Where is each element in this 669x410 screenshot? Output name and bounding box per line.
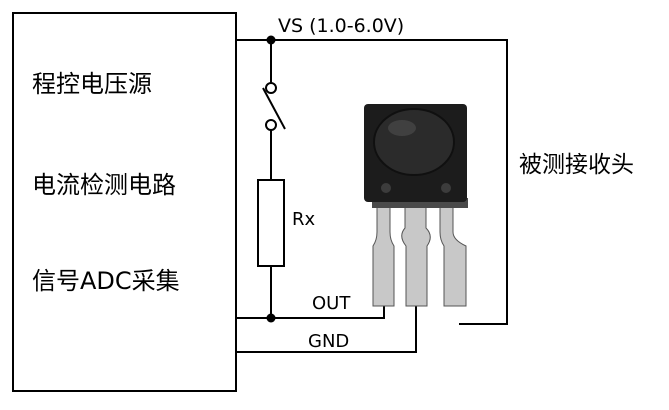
block-line-voltage-source: 程控电压源	[32, 70, 152, 98]
receiver-pin-base	[372, 198, 468, 208]
receiver-pin-out	[372, 203, 395, 307]
receiver-lens-highlight	[388, 120, 416, 136]
gnd-label: GND	[308, 331, 349, 352]
out-label: OUT	[312, 293, 351, 314]
wires	[236, 39, 508, 353]
block-line-adc: 信号ADC采集	[32, 267, 180, 295]
vs-wire	[236, 39, 508, 325]
receiver-label: 被测接收头	[519, 152, 634, 178]
receiver-dot-left	[381, 183, 391, 193]
junction-vs	[266, 35, 276, 45]
switch-icon	[262, 82, 286, 131]
block-line-current-detect: 电流检测电路	[32, 171, 176, 199]
out-wire	[236, 306, 385, 319]
receiver-lens	[373, 108, 455, 176]
resistor-icon	[257, 179, 285, 267]
receiver-dot-right	[441, 183, 451, 193]
receiver-pin-gnd	[401, 203, 431, 307]
receiver-pin-vs	[439, 203, 467, 307]
resistor-label: Rx	[292, 209, 316, 230]
junction-out	[266, 313, 276, 323]
supply-label: VS (1.0-6.0V)	[278, 15, 404, 37]
control-block	[12, 12, 237, 392]
gnd-wire	[236, 306, 417, 353]
receiver-icon	[364, 104, 468, 307]
